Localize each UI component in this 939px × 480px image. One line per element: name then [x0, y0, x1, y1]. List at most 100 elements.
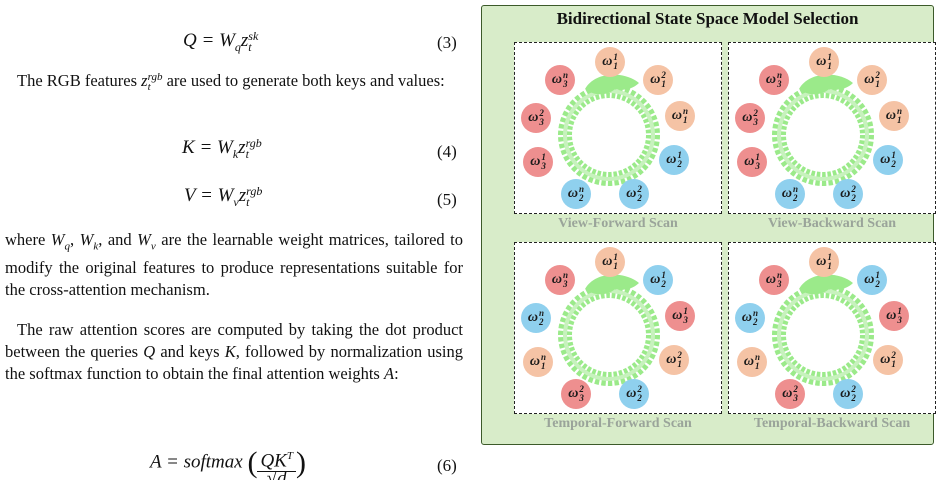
- eq4-z-sub: t: [245, 146, 249, 161]
- eq3-z: z: [240, 30, 249, 51]
- p2-text-b: are the learnable weight matrices, tailo…: [5, 230, 463, 300]
- p1-z-sup: rgb: [147, 71, 163, 84]
- eq6-num-sup: T: [286, 450, 293, 462]
- eq3-w-sub: q: [234, 39, 241, 54]
- p3-text-b: , followed by normalization using the so…: [5, 342, 464, 383]
- omega-sub: 3: [753, 117, 758, 127]
- dragon-head: [585, 74, 639, 95]
- eq5-z-sub: t: [246, 194, 250, 209]
- omega-symbol: ω: [816, 254, 827, 269]
- omega-symbol: ω: [567, 186, 579, 201]
- omega-sub: 1: [897, 115, 902, 125]
- eq3-lhs: Q: [183, 30, 197, 51]
- ring-highlight: [777, 89, 869, 181]
- omega-sub: 1: [613, 261, 618, 271]
- omega-symbol: ω: [840, 186, 851, 201]
- ouroboros-ring-icon: [772, 274, 874, 386]
- omega-sub: 1: [827, 261, 832, 271]
- eq5-w-sub: v: [233, 194, 239, 209]
- omega-sub: 2: [661, 279, 666, 289]
- omega-symbol: ω: [864, 272, 875, 287]
- omega-sup: n: [755, 352, 761, 362]
- omega-sup: 2: [875, 70, 880, 80]
- eq6-lhs: A: [150, 451, 162, 473]
- eq6-fraction: QKT √d: [257, 446, 296, 480]
- p2-wk: W: [79, 230, 94, 249]
- omega-sup: n: [777, 270, 783, 280]
- p2-wq-sub: q: [64, 240, 71, 253]
- omega-symbol: ω: [626, 186, 637, 201]
- omega-symbol: ω: [666, 152, 677, 167]
- omega-symbol: ω: [741, 310, 753, 325]
- omega-sup: 2: [891, 350, 896, 360]
- p1-z: z: [141, 71, 148, 90]
- ring-highlight: [563, 89, 655, 181]
- omega-sup: 1: [827, 52, 832, 62]
- omega-sup: 2: [851, 384, 856, 394]
- omega-sub: 2: [753, 317, 758, 327]
- omega-sup: 1: [613, 52, 618, 62]
- omega-symbol: ω: [529, 354, 541, 369]
- p1-text-b: are used to generate both keys and value…: [162, 71, 445, 90]
- p2-wq: W: [50, 230, 65, 249]
- omega-symbol: ω: [551, 72, 563, 87]
- omega-sup: 1: [683, 306, 688, 316]
- omega-symbol: ω: [765, 72, 777, 87]
- eq3-w: W: [219, 30, 235, 51]
- p3-k: K: [224, 342, 236, 361]
- omega-symbol: ω: [568, 386, 579, 401]
- omega-sup: 2: [539, 108, 544, 118]
- omega-symbol: ω: [671, 108, 683, 123]
- ouroboros-ring-icon: [558, 274, 660, 386]
- omega-sub: 3: [793, 393, 798, 403]
- omega-sub: 3: [777, 279, 782, 289]
- eq5-z-sup: rgb: [246, 183, 263, 198]
- omega-symbol: ω: [530, 154, 541, 169]
- omega-symbol: ω: [880, 352, 891, 367]
- omega-symbol: ω: [816, 54, 827, 69]
- eq4-lhs: K: [182, 137, 195, 158]
- omega-symbol: ω: [781, 186, 793, 201]
- omega-symbol: ω: [650, 272, 661, 287]
- omega-sub: 1: [891, 359, 896, 369]
- omega-sup: 1: [875, 270, 880, 280]
- ring-highlight: [563, 289, 655, 381]
- omega-symbol: ω: [672, 308, 683, 323]
- figure-title: Bidirectional State Space Model Selectio…: [556, 9, 859, 28]
- omega-sub: 2: [677, 159, 682, 169]
- omega-sub: 3: [897, 315, 902, 325]
- omega-symbol: ω: [864, 72, 875, 87]
- p3-mid: and keys: [155, 342, 225, 361]
- eq6-denominator: √d: [257, 472, 296, 480]
- omega-symbol: ω: [602, 254, 613, 269]
- eq6-numerator: QK: [260, 450, 287, 472]
- omega-sup: 2: [637, 384, 642, 394]
- omega-sub: 3: [579, 393, 584, 403]
- omega-sub: 3: [683, 315, 688, 325]
- eq3-z-sup: sk: [248, 28, 259, 43]
- dragon-head: [799, 74, 853, 95]
- omega-sub: 1: [755, 361, 760, 371]
- p2-wv-sub: v: [150, 240, 156, 253]
